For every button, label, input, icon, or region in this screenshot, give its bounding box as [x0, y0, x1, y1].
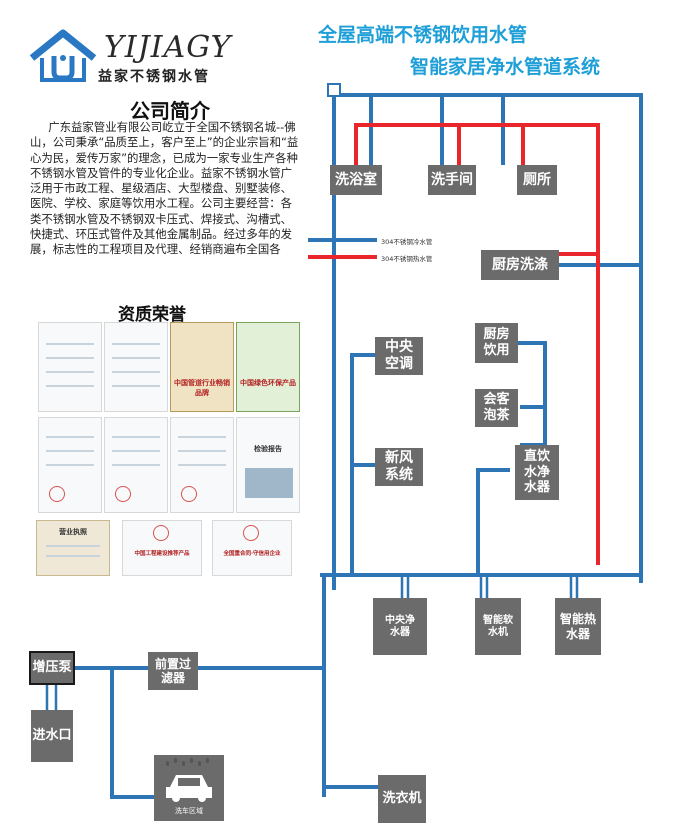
certificate-3: 中国管道行业畅销品牌 [170, 322, 234, 412]
title-line-2: 智能家居净水管道系统 [410, 56, 601, 78]
node-toilet: 厕所 [517, 165, 557, 195]
pipe-car-wash [110, 668, 154, 799]
certificate-5 [38, 417, 102, 513]
node-kitchen-drink: 厨房饮用 [475, 323, 518, 363]
certificate-7 [170, 417, 234, 513]
node-washroom: 洗手间 [428, 165, 476, 195]
intro-heading: 公司简介 [130, 99, 210, 123]
node-tea: 会客泡茶 [475, 389, 518, 427]
hot-water-pipes [354, 123, 600, 565]
node-water-heater: 智能热水器 [555, 598, 601, 655]
pipe-purifier-drops [400, 575, 579, 598]
brand-subtitle: 益家不锈钢水管 [98, 69, 210, 85]
pipe-pump-drops [45, 685, 58, 710]
certificate-1 [38, 322, 102, 412]
pipe-ac-branch [350, 353, 375, 575]
node-bathroom: 洗浴室 [330, 165, 382, 195]
node-softener: 智能软水机 [475, 598, 521, 655]
node-kitchen-wash: 厨房洗涤 [481, 250, 559, 280]
house-logo-icon [29, 29, 97, 82]
node-car-wash: 洗车区域 [154, 755, 224, 821]
certificate-10: 中国工程建设推荐产品 [122, 520, 202, 576]
node-prefilter: 前置过滤器 [148, 652, 198, 690]
cold-water-pipes [45, 93, 643, 799]
pipe-kitchen-drink [518, 341, 547, 447]
car-icon [166, 775, 212, 802]
pipe-hot-main [354, 123, 600, 565]
certificate-9: 营业执照 [36, 520, 110, 576]
node-booster-pump: 增压泵 [29, 651, 75, 685]
intro-body: 广东益家管业有限公司屹立于全国不锈钢名城--佛山，公司秉承“品质至上，客户至上”… [30, 120, 299, 257]
car-wash-label: 洗车区域 [175, 807, 203, 815]
node-washing-machine: 洗衣机 [378, 775, 426, 823]
node-inlet: 进水口 [31, 710, 73, 762]
legend-hot-label: 304不锈钢热水管 [381, 255, 433, 263]
certificate-6 [104, 417, 168, 513]
valve-icon [327, 83, 341, 97]
node-central-purifier: 中央净水器 [373, 598, 427, 655]
certificate-11: 全国重合同·守信用企业 [212, 520, 292, 576]
certificates-heading: 资质荣誉 [118, 305, 186, 325]
title-line-1: 全屋高端不锈钢饮用水管 [318, 24, 528, 46]
legend-cold-label: 304不锈钢冷水管 [381, 238, 433, 246]
brand-name: YIJIAGY [104, 30, 232, 65]
node-fresh-air: 新风系统 [375, 448, 423, 486]
node-direct-drink: 直饮水净水器 [515, 445, 559, 500]
certificate-8: 检验报告 [236, 417, 300, 513]
certificate-4: 中国绿色环保产品 [236, 322, 300, 412]
certificate-2 [104, 322, 168, 412]
node-central-ac: 中央空调 [375, 337, 423, 375]
pipe-top-horizontal [334, 93, 643, 583]
pipe-direct-drink [476, 468, 510, 575]
